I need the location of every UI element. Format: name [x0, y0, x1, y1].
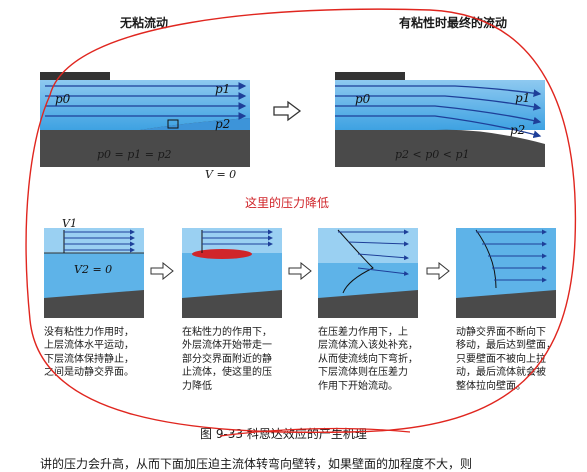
- left-top-title: 无粘流动: [120, 16, 169, 30]
- p1-label: p1: [215, 82, 230, 96]
- stage4-diagram: [456, 228, 556, 318]
- v2-label: V2 = 0: [74, 263, 112, 276]
- right-formula: p2 < p0 < p1: [395, 148, 470, 161]
- stage3-diagram: [318, 228, 418, 318]
- arrow-icon-2: [288, 262, 312, 280]
- stage4-caption: 动静交界面不断向下 移动，最后达到壁面， 只要壁面不被向上拉 动，最后流体就会被…: [456, 327, 556, 392]
- transition-arrow-icon: [273, 100, 302, 122]
- arrow-icon-3: [426, 262, 450, 280]
- v-zero-label: V = 0: [205, 168, 237, 181]
- cut-body-text: 讲的压力会升高，从而下面加压迫主流体转弯向壁转，如果壁面的加程度不大，则: [40, 457, 473, 471]
- stage3-caption: 在压差力作用下，上 层流体流入该处补充， 从而使流线向下弯折， 下层流体则在压差…: [318, 327, 418, 392]
- stage1-caption: 没有粘性力作用时， 上层流体水平运动， 下层流体保持静止， 之间是动静交界面。: [44, 327, 134, 379]
- svg-text:p2: p2: [510, 123, 525, 137]
- stage2-caption: 在粘性力的作用下， 外层流体开始带走一 部分交界面附近的静 止流体，使这里的压 …: [182, 327, 272, 392]
- figure-caption: 图 9-33 科恩达效应的产生机理: [200, 427, 367, 441]
- right-top-title: 有粘性时最终的流动: [399, 16, 508, 30]
- stage1-diagram: V1 V2 = 0: [44, 218, 144, 318]
- arrow-icon-1: [150, 262, 174, 280]
- left-formula: p0 = p1 = p2: [97, 148, 172, 161]
- p0-label: p0: [55, 92, 71, 106]
- stage2-diagram: [182, 228, 282, 318]
- v1-label: V1: [62, 218, 77, 230]
- svg-text:p0: p0: [355, 92, 371, 106]
- svg-text:p1: p1: [515, 91, 530, 105]
- pressure-drop-annotation: 这里的压力降低: [245, 196, 330, 210]
- p2-label: p2: [215, 117, 230, 131]
